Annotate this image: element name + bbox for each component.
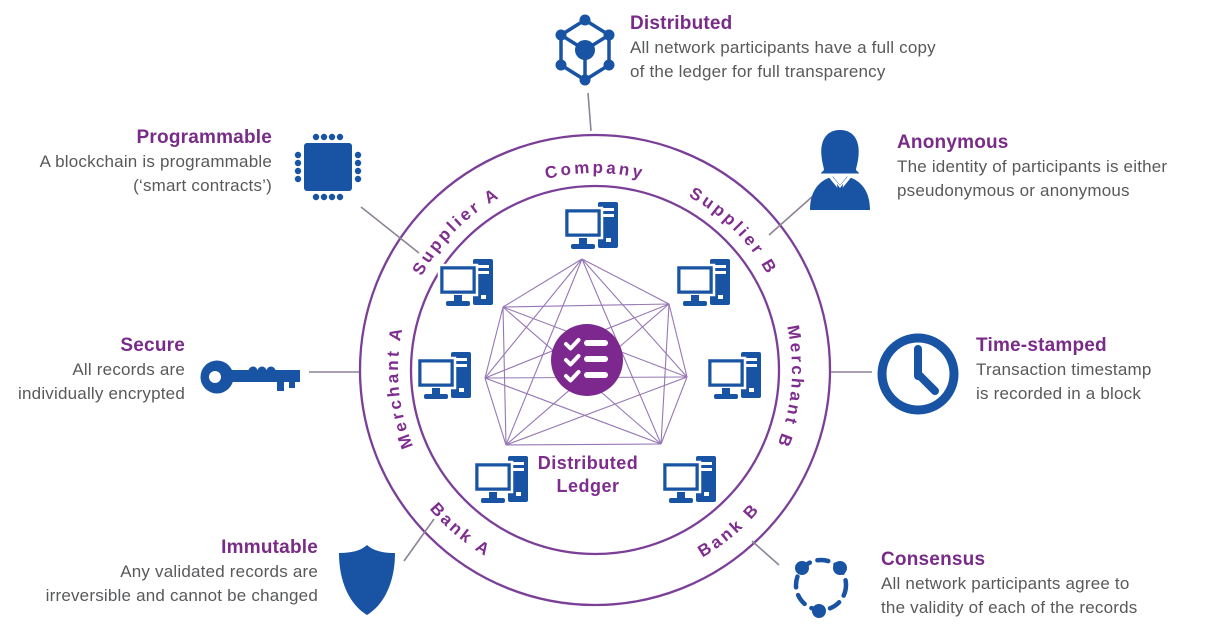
dashed-circle-nodes-icon bbox=[793, 557, 849, 618]
feature-anonymous: Anonymous The identity of participants i… bbox=[897, 131, 1167, 203]
cube-network-icon bbox=[555, 14, 615, 86]
mesh-edge bbox=[484, 377, 507, 446]
mesh-edge bbox=[502, 258, 583, 308]
ring-label-company: Company bbox=[543, 158, 647, 183]
connector-distributed bbox=[587, 92, 592, 132]
checklist-icon bbox=[551, 324, 623, 396]
feature-desc-line: All network participants have a full cop… bbox=[630, 38, 936, 57]
mesh-edge bbox=[660, 376, 688, 445]
feature-desc-line: pseudonymous or anonymous bbox=[897, 181, 1130, 200]
feature-title-anonymous: Anonymous bbox=[897, 132, 1009, 153]
feature-desc-line: All records are bbox=[72, 360, 185, 379]
feature-title-time-stamped: Time-stamped bbox=[976, 335, 1107, 356]
mesh-edge bbox=[505, 443, 662, 446]
feature-title-secure: Secure bbox=[120, 335, 185, 356]
computer-node-icon bbox=[674, 257, 732, 308]
computer-node-icon bbox=[562, 200, 620, 251]
feature-desc-line: individually encrypted bbox=[18, 384, 185, 403]
feature-desc-line: Transaction timestamp bbox=[976, 360, 1152, 379]
mesh-edge bbox=[660, 303, 670, 445]
mesh-edge bbox=[668, 303, 688, 378]
feature-title-immutable: Immutable bbox=[221, 537, 318, 558]
connector-consensus bbox=[751, 540, 780, 566]
feature-desc-line: A blockchain is programmable bbox=[39, 152, 272, 171]
connector-anonymous bbox=[768, 195, 814, 236]
connector-lines bbox=[309, 92, 872, 566]
mesh-edge bbox=[581, 258, 670, 305]
microchip-icon bbox=[294, 133, 362, 201]
mesh-edge bbox=[484, 377, 662, 445]
center-label-line2: Ledger bbox=[556, 476, 619, 496]
ring-label-bank-a: Bank A bbox=[426, 499, 495, 561]
feature-title-programmable: Programmable bbox=[136, 127, 272, 148]
key-icon bbox=[200, 360, 300, 394]
clock-icon bbox=[877, 333, 959, 415]
computer-node-icon bbox=[472, 454, 530, 505]
ring-circles bbox=[358, 133, 832, 607]
feature-consensus: Consensus All network participants agree… bbox=[881, 548, 1137, 620]
feature-desc-line: The identity of participants is either bbox=[897, 157, 1168, 176]
connector-programmable bbox=[360, 206, 420, 254]
feature-time-stamped: Time-stamped Transaction timestamp is re… bbox=[976, 334, 1152, 406]
mesh-edge bbox=[484, 306, 504, 379]
feature-desc-line: irreversible and cannot be changed bbox=[45, 586, 318, 605]
feature-programmable: Programmable A blockchain is programmabl… bbox=[40, 126, 272, 198]
feature-distributed: Distributed All network participants hav… bbox=[630, 12, 936, 84]
ring-label-bank-b: Bank B bbox=[695, 499, 764, 561]
shield-icon bbox=[339, 545, 395, 615]
feature-immutable: Immutable Any validated records are irre… bbox=[46, 536, 318, 608]
feature-desc-line: of the ledger for full transparency bbox=[630, 62, 886, 81]
person-icon bbox=[810, 130, 870, 210]
computer-node-icon bbox=[705, 350, 763, 401]
computer-node-icon bbox=[437, 257, 495, 308]
computer-node-icon bbox=[660, 454, 718, 505]
computer-node-icon bbox=[415, 350, 473, 401]
feature-desc-line: (‘smart contracts’) bbox=[133, 176, 272, 195]
mesh-edge bbox=[502, 303, 670, 308]
feature-secure: Secure All records are individually encr… bbox=[18, 334, 185, 406]
feature-desc-line: All network participants agree to bbox=[881, 574, 1130, 593]
feature-title-consensus: Consensus bbox=[881, 549, 986, 570]
feature-desc-line: is recorded in a block bbox=[976, 384, 1142, 403]
feature-desc-line: the validity of each of the records bbox=[881, 598, 1138, 617]
mesh-lines bbox=[484, 258, 688, 446]
mesh-edge bbox=[505, 258, 583, 446]
center-label-line1: Distributed bbox=[538, 453, 639, 473]
mesh-edge bbox=[505, 376, 688, 446]
feature-title-distributed: Distributed bbox=[630, 13, 733, 34]
feature-desc-line: Any validated records are bbox=[120, 562, 318, 581]
mesh-edge bbox=[502, 306, 507, 446]
connector-immutable bbox=[403, 518, 435, 562]
